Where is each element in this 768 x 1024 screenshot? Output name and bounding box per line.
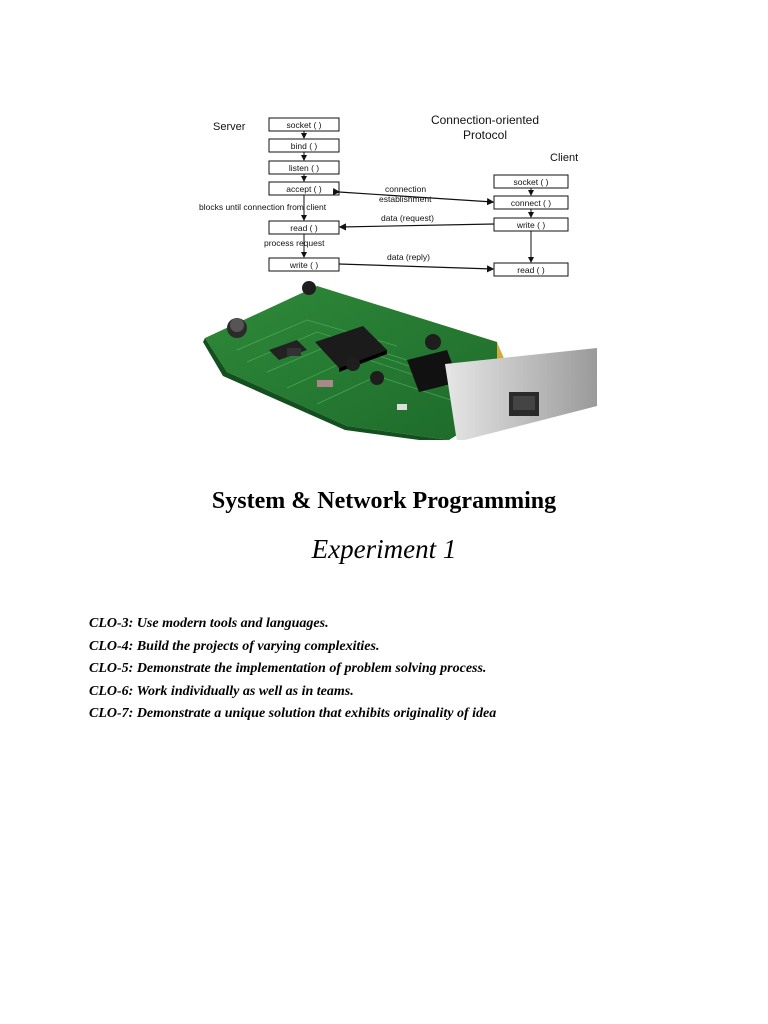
data-request-label: data (request)	[381, 213, 434, 223]
svg-text:socket ( ): socket ( )	[514, 177, 549, 187]
network-card-image	[203, 281, 597, 440]
clo-item: CLO-3: Use modern tools and languages.	[89, 616, 329, 631]
diagram-heading-line2: Protocol	[463, 128, 507, 142]
clo-item: CLO-7: Demonstrate a unique solution tha…	[89, 706, 497, 721]
server-step-listen: listen ( )	[268, 160, 340, 175]
connection-label-line1: connection	[385, 184, 426, 194]
clo-item: CLO-4: Build the projects of varying com…	[89, 638, 380, 654]
svg-text:listen ( ): listen ( )	[289, 163, 319, 173]
svg-text:accept ( ): accept ( )	[286, 184, 322, 194]
svg-text:bind ( ): bind ( )	[291, 141, 318, 151]
clo-item: CLO-6: Work individually as well as in t…	[89, 683, 354, 699]
server-label: Server	[213, 121, 246, 133]
svg-text:write ( ): write ( )	[516, 220, 546, 230]
svg-text:read ( ): read ( )	[517, 265, 545, 275]
data-reply-label: data (reply)	[387, 252, 430, 262]
client-step-socket: socket ( )	[493, 174, 569, 189]
diagram-heading-line1: Connection-oriented	[431, 113, 539, 127]
cover-figure: Connection-oriented Protocol Server Clie…	[197, 110, 599, 440]
svg-text:connect ( ): connect ( )	[511, 198, 551, 208]
server-step-bind: bind ( )	[268, 138, 340, 153]
server-step-write: write ( )	[268, 257, 340, 272]
server-step-socket: socket ( )	[268, 117, 340, 132]
server-step-accept: accept ( )	[268, 181, 340, 196]
client-step-connect: connect ( )	[493, 195, 569, 210]
clo-list: CLO-3: Use modern tools and languages. C…	[89, 613, 496, 726]
svg-text:socket ( ): socket ( )	[287, 120, 322, 130]
document-subtitle: Experiment 1	[311, 534, 457, 564]
server-step-read: read ( )	[268, 220, 340, 235]
client-step-read: read ( )	[493, 262, 569, 277]
svg-text:read ( ): read ( )	[290, 223, 318, 233]
process-request-label: process request	[264, 238, 325, 248]
clo-item: CLO-5: Demonstrate the implementation of…	[89, 661, 487, 676]
socket-flow-diagram: Connection-oriented Protocol Server Clie…	[199, 113, 597, 440]
svg-text:write ( ): write ( )	[289, 260, 319, 270]
client-step-write: write ( )	[493, 217, 569, 232]
client-label: Client	[550, 152, 578, 164]
document-title: System & Network Programming	[211, 488, 557, 514]
blocks-label: blocks until connection from client	[199, 202, 327, 212]
